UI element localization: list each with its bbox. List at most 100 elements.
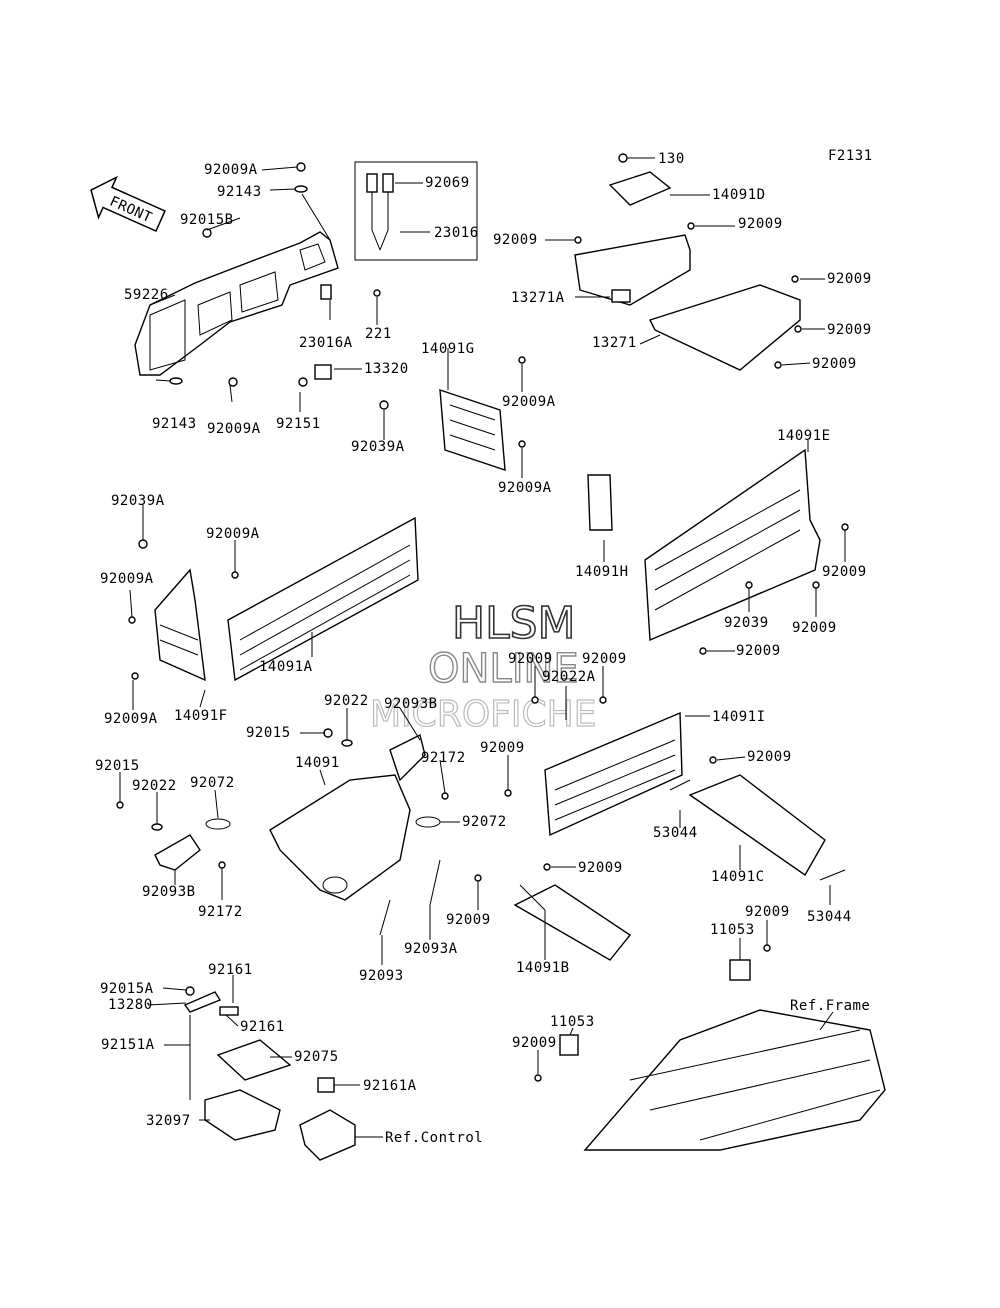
- label-92093B: 92093B: [142, 884, 196, 900]
- clip-icon: [618, 153, 628, 163]
- label-92039A: 92039A: [351, 439, 405, 455]
- screw-icon: [543, 863, 551, 871]
- label-92143: 92143: [217, 184, 262, 200]
- harness-box: [354, 161, 478, 261]
- label-92172: 92172: [421, 750, 466, 766]
- label-32097: 32097: [146, 1113, 191, 1129]
- screw-icon: [231, 571, 239, 579]
- part-92075: [216, 1039, 292, 1081]
- bulb-icon: [382, 173, 394, 193]
- screw-icon: [218, 861, 226, 869]
- clip-icon: [138, 539, 148, 549]
- part-13280: [183, 991, 222, 1013]
- label-92009: 92009: [480, 740, 525, 756]
- part-92093B: [389, 733, 426, 782]
- label-92161: 92161: [240, 1019, 285, 1035]
- clip-icon: [320, 284, 332, 300]
- screw-icon: [534, 1074, 542, 1082]
- screw-icon: [763, 944, 771, 952]
- frame-reference: [583, 1009, 886, 1151]
- part-59226-panel: [134, 231, 339, 376]
- label-14091B: 14091B: [516, 960, 570, 976]
- label-92143: 92143: [152, 416, 197, 432]
- watermark-line2: ONLINE: [428, 646, 579, 692]
- figure-code: F2131: [828, 148, 873, 164]
- seal-icon: [819, 869, 846, 881]
- part-14091C: [688, 774, 826, 877]
- washer-icon: [169, 377, 183, 385]
- label-92015B: 92015B: [180, 212, 234, 228]
- part-13271A: [574, 234, 691, 306]
- label-92022: 92022: [132, 778, 177, 794]
- screw-icon: [574, 236, 582, 244]
- nut-icon: [185, 986, 195, 996]
- screw-icon: [794, 325, 802, 333]
- label-92093B: 92093B: [384, 696, 438, 712]
- seal-icon: [669, 779, 691, 791]
- label-92009: 92009: [812, 356, 857, 372]
- label-92151A: 92151A: [101, 1037, 155, 1053]
- label-92039A: 92039A: [111, 493, 165, 509]
- label-92093A: 92093A: [404, 941, 458, 957]
- part-32097: [204, 1089, 281, 1141]
- label-14091: 14091: [295, 755, 340, 771]
- label-14091E: 14091E: [777, 428, 831, 444]
- part-14091: [269, 774, 411, 901]
- watermark-line1: HLSM: [452, 598, 576, 649]
- part-14091A: [227, 516, 419, 682]
- screw-icon: [699, 647, 707, 655]
- part-14091E: [644, 448, 821, 642]
- washer-icon: [341, 739, 353, 747]
- watermark-line3: MICROFICHE: [370, 694, 596, 735]
- label-92009: 92009: [738, 216, 783, 232]
- label-92009: 92009: [745, 904, 790, 920]
- label-92015: 92015: [246, 725, 291, 741]
- bulb-icon: [366, 173, 378, 193]
- label-11053: 11053: [710, 922, 755, 938]
- screw-icon: [296, 162, 306, 172]
- part-92161: [219, 1006, 239, 1016]
- nut-icon: [323, 728, 333, 738]
- screw-icon: [599, 696, 607, 704]
- label-221: 221: [365, 326, 392, 342]
- leader-lines: [119, 157, 846, 1138]
- label-92151: 92151: [276, 416, 321, 432]
- label-92009: 92009: [582, 651, 627, 667]
- control-unit-reference: [299, 1109, 356, 1161]
- part-14091D: [608, 171, 672, 206]
- nut-icon: [116, 801, 124, 809]
- screw-icon: [131, 672, 139, 680]
- label-14091D: 14091D: [712, 187, 766, 203]
- label-92172: 92172: [198, 904, 243, 920]
- screw-icon: [791, 275, 799, 283]
- screw-icon: [373, 289, 381, 297]
- part-92161A: [317, 1077, 335, 1093]
- screw-icon: [841, 523, 849, 531]
- label-13280: 13280: [108, 997, 153, 1013]
- label-ref-control: Ref.Control: [385, 1130, 483, 1146]
- label-92009A: 92009A: [502, 394, 556, 410]
- screw-icon: [709, 756, 717, 764]
- part-11053-a: [729, 959, 751, 981]
- label-92009: 92009: [827, 271, 872, 287]
- label-92009: 92009: [792, 620, 837, 636]
- label-92039: 92039: [724, 615, 769, 631]
- label-92009: 92009: [736, 643, 781, 659]
- label-59226: 59226: [124, 287, 169, 303]
- screw-icon: [298, 377, 308, 387]
- screw-icon: [518, 356, 526, 364]
- label-92009: 92009: [747, 749, 792, 765]
- label-14091A: 14091A: [259, 659, 313, 675]
- label-92009A: 92009A: [104, 711, 158, 727]
- label-92022: 92022: [324, 693, 369, 709]
- label-92015: 92015: [95, 758, 140, 774]
- part-14091B: [513, 884, 632, 961]
- screw-icon: [504, 789, 512, 797]
- washer-icon: [151, 823, 163, 831]
- label-92009: 92009: [822, 564, 867, 580]
- label-53044: 53044: [807, 909, 852, 925]
- part-14091F: [154, 568, 206, 682]
- clamp-icon: [415, 816, 441, 828]
